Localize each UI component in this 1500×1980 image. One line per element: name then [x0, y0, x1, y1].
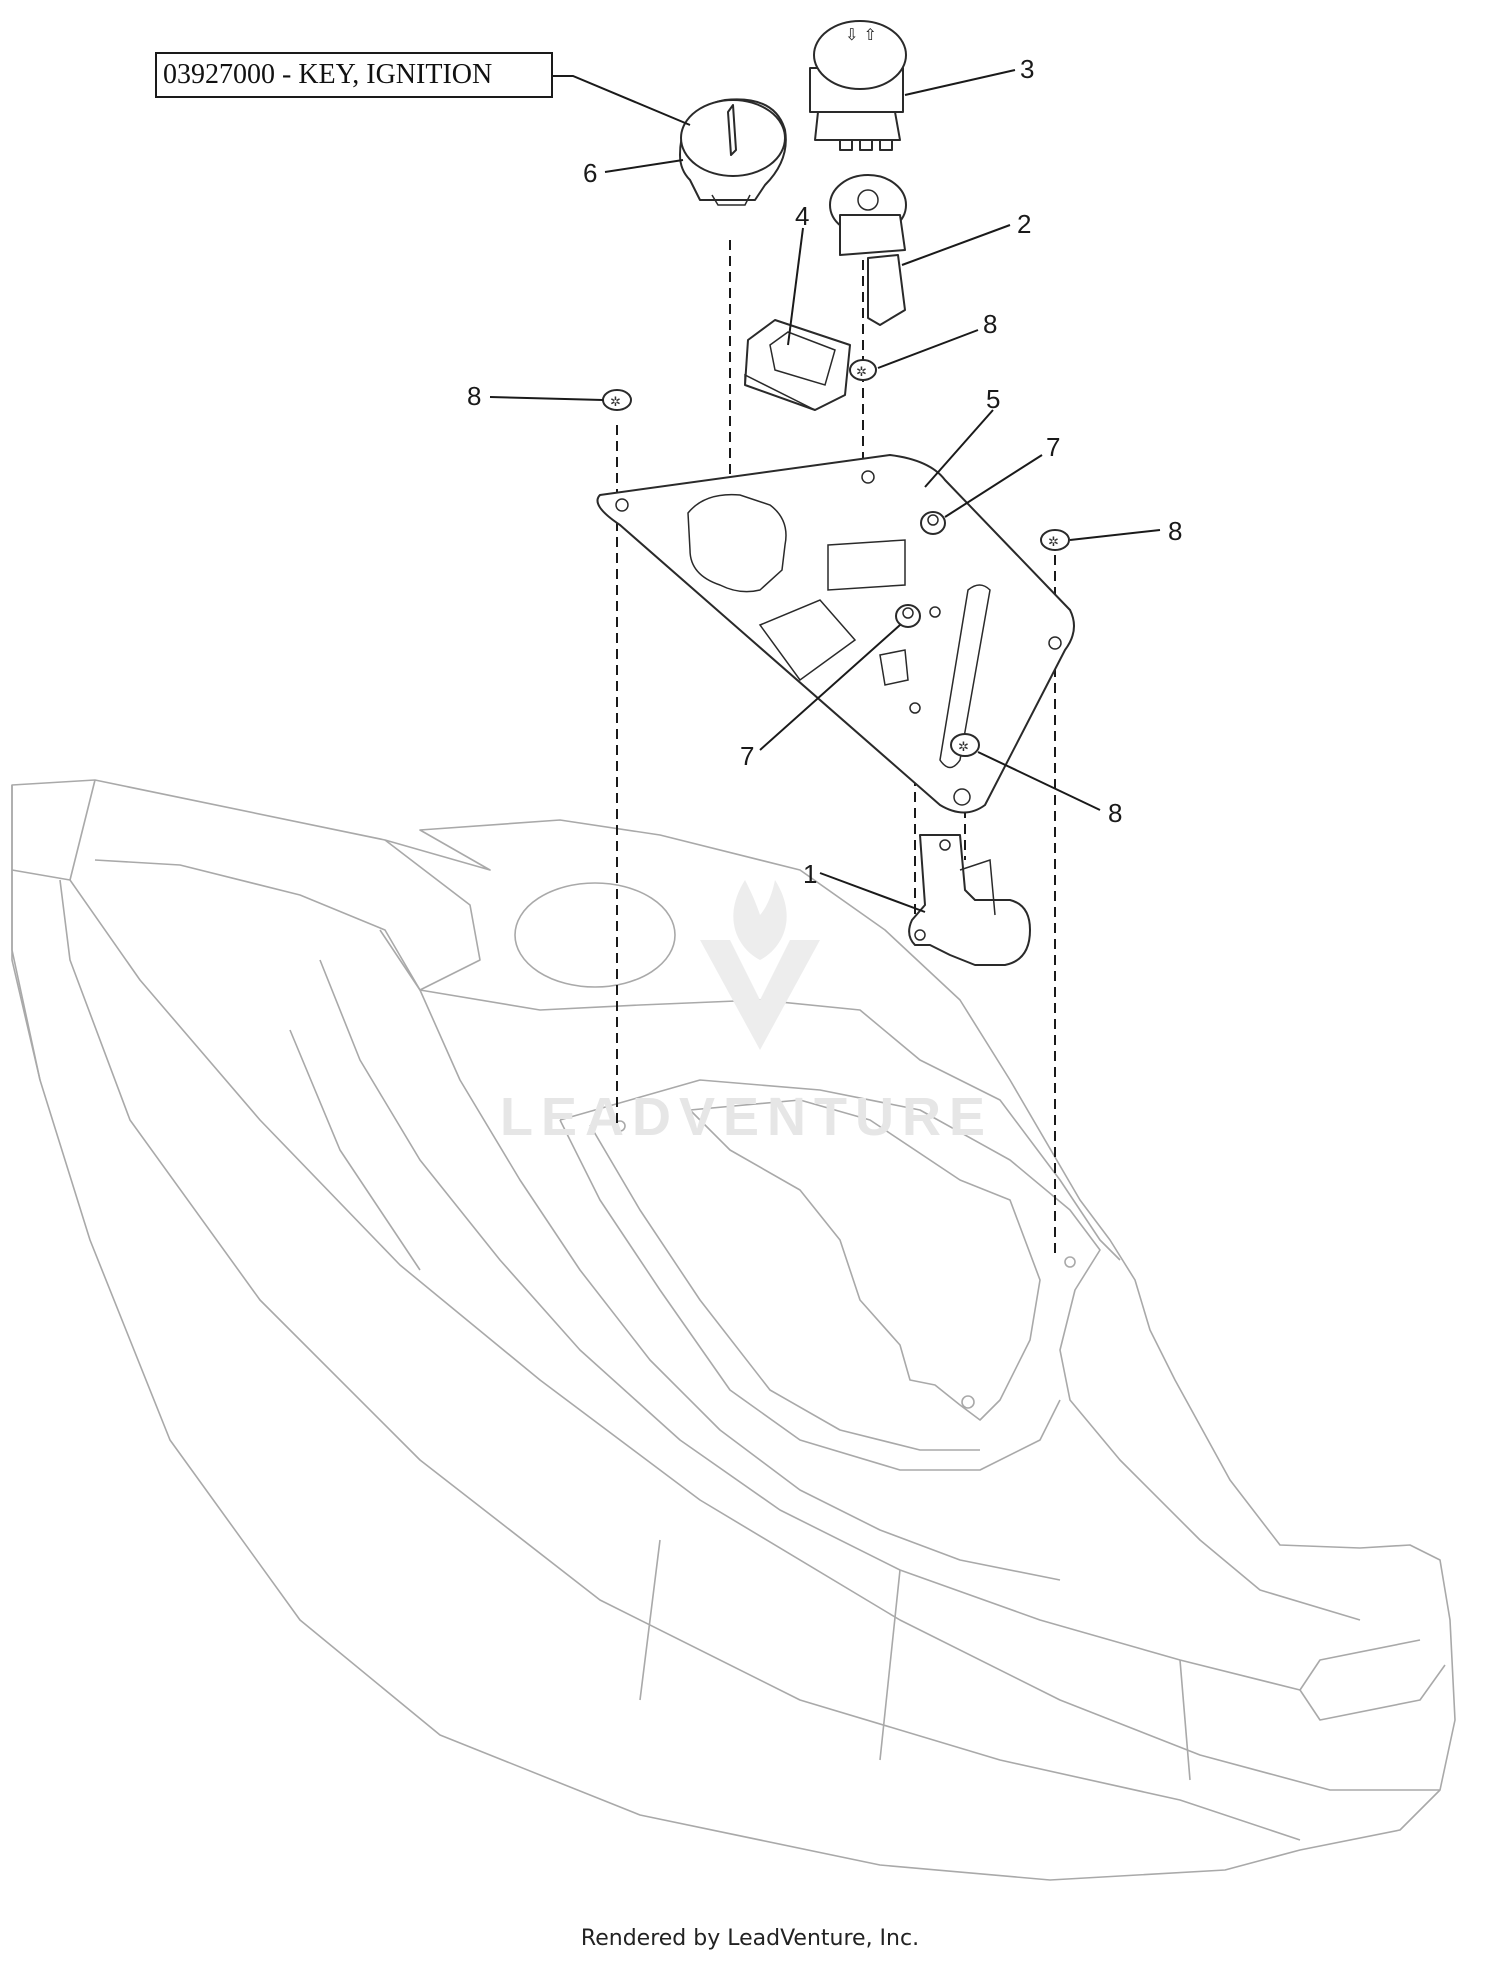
callout-8-b: 8 [467, 381, 481, 411]
screw-8-a: ✲ [602, 389, 632, 411]
bracket-sensor-part [908, 834, 1031, 966]
part-label-box: 03927000 - KEY, IGNITION [155, 52, 553, 98]
fender-housing [11, 779, 1456, 1881]
callout-6: 6 [583, 158, 597, 188]
svg-text:✲: ✲ [610, 394, 621, 409]
callout-8-c: 8 [1168, 516, 1182, 546]
svg-text:✲: ✲ [856, 364, 867, 379]
callout-5: 5 [986, 384, 1000, 414]
callout-2: 2 [1017, 209, 1031, 239]
svg-text:✲: ✲ [958, 739, 969, 754]
callouts: 1 2 3 4 5 6 7 7 8 8 8 8 [467, 54, 1182, 889]
watermark: LEADVENTURE [500, 880, 993, 1147]
rocker-switch-part [744, 319, 851, 411]
fasteners: ✲ ✲ ✲ ✲ [602, 359, 1070, 757]
callout-8-a: 8 [983, 309, 997, 339]
svg-text:⇩ ⇧: ⇩ ⇧ [845, 25, 877, 44]
mounting-plate [596, 454, 1075, 814]
screw-8-c: ✲ [1040, 529, 1070, 551]
screw-8-d: ✲ [950, 733, 980, 757]
footer-credit: Rendered by LeadVenture, Inc. [580, 1926, 920, 1951]
callout-7-a: 7 [1046, 432, 1060, 462]
svg-text:✲: ✲ [1048, 534, 1059, 549]
nut-7-a [920, 511, 946, 535]
screw-8-b: ✲ [849, 359, 877, 381]
leader-lines [489, 69, 1161, 913]
callout-1: 1 [803, 859, 817, 889]
ignition-switch-part [829, 174, 907, 326]
watermark-text: LEADVENTURE [500, 1087, 993, 1147]
nut-7-b [895, 604, 921, 628]
callout-7-b: 7 [740, 741, 754, 771]
key-cap-part [679, 98, 787, 206]
callout-3: 3 [1020, 54, 1034, 84]
callout-8-d: 8 [1108, 798, 1122, 828]
push-pull-switch-part: ⇩ ⇧ [809, 20, 907, 151]
callout-4: 4 [795, 201, 809, 231]
